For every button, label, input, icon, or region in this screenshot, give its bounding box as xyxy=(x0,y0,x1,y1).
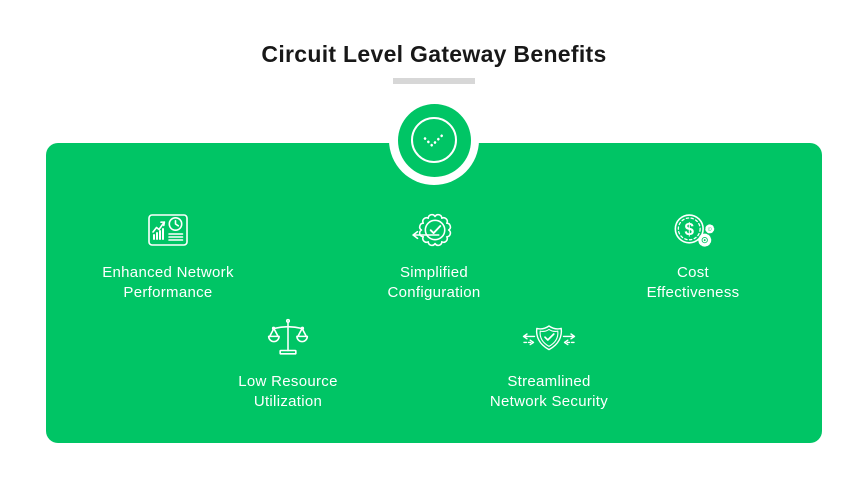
benefit-item-cost-effectiveness: $ Cost Effectiveness xyxy=(573,206,813,303)
check-badge-ring xyxy=(389,95,479,185)
benefit-label: Cost Effectiveness xyxy=(646,264,740,301)
title-divider xyxy=(393,78,475,84)
dollar-gears-icon: $ xyxy=(670,206,717,254)
benefits-panel: Enhanced Network Performance Simplified … xyxy=(46,143,822,443)
benefit-item-low-resource-utilization: Low Resource Utilization xyxy=(168,315,408,412)
benefit-label: Simplified Configuration xyxy=(387,264,481,301)
benefit-label: Low Resource Utilization xyxy=(238,373,338,410)
check-badge xyxy=(397,103,471,177)
shield-check-arrows-icon xyxy=(521,315,577,363)
page-title: Circuit Level Gateway Benefits xyxy=(261,41,607,67)
performance-dashboard-icon xyxy=(144,206,192,254)
check-icon xyxy=(411,117,457,163)
benefit-label: Streamlined Network Security xyxy=(489,373,609,410)
benefit-label: Enhanced Network Performance xyxy=(102,264,234,301)
benefit-item-streamlined-network-security: Streamlined Network Security xyxy=(429,315,669,412)
benefit-item-enhanced-network-performance: Enhanced Network Performance xyxy=(48,206,288,303)
balance-scale-icon xyxy=(265,315,311,363)
gear-check-icon xyxy=(410,206,458,254)
dollar-glyph: $ xyxy=(684,219,694,238)
benefit-item-simplified-configuration: Simplified Configuration xyxy=(314,206,554,303)
